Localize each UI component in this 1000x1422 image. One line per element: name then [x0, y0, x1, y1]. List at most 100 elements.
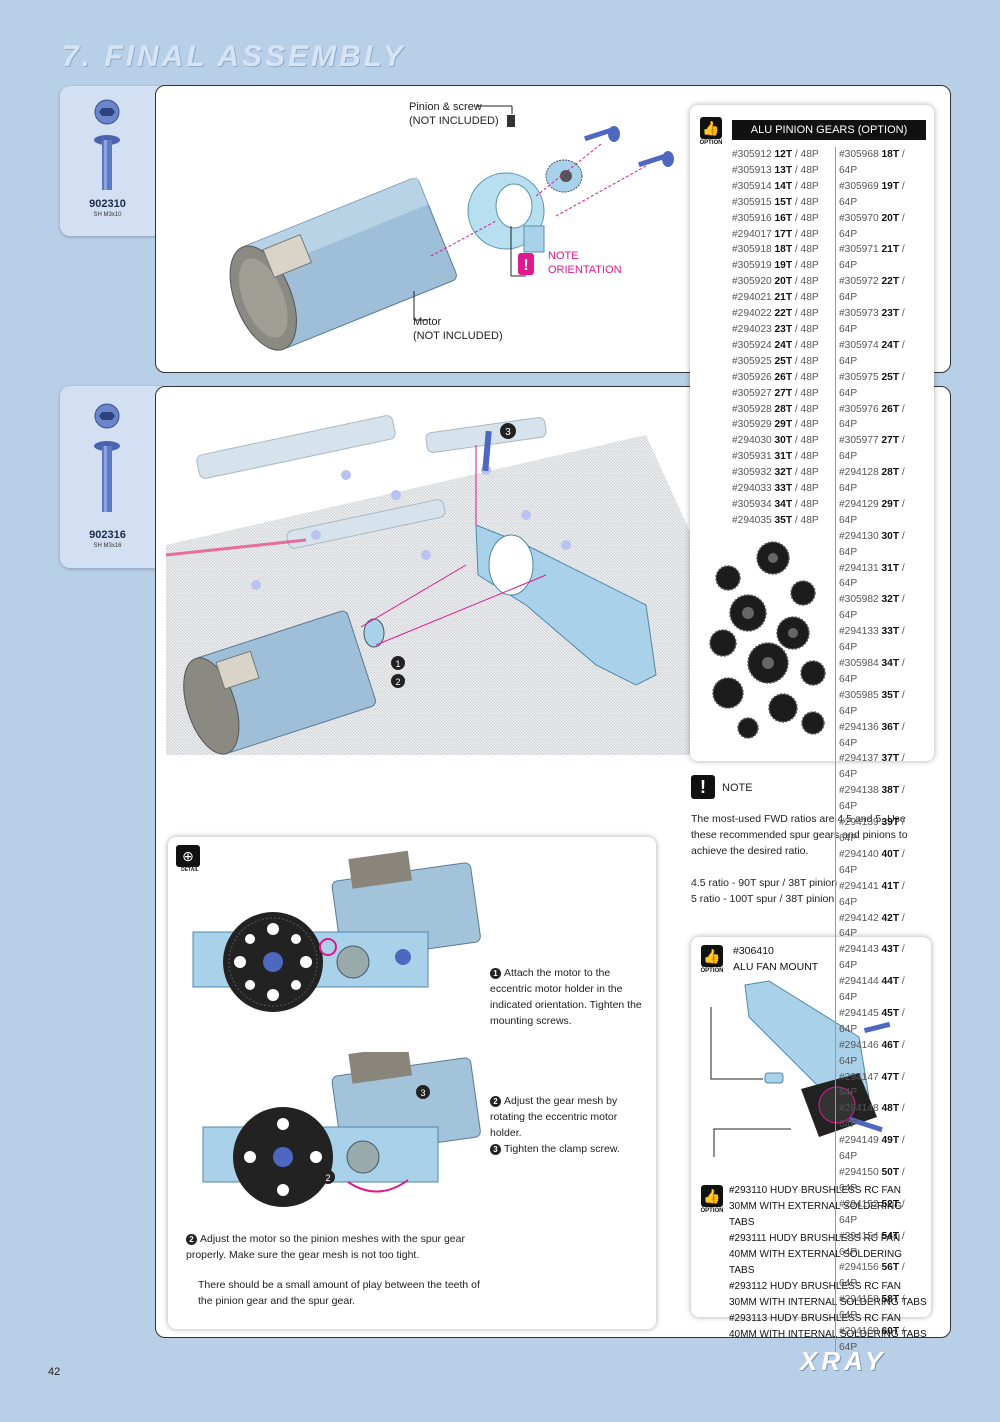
fan-card: 👍 OPTION #306410 ALU FAN MOUNT 👍 OPTION …	[691, 937, 931, 1340]
svg-text:2: 2	[325, 1173, 330, 1183]
pinion-row: #294137 37T / 64P	[839, 753, 905, 781]
pinion-row: #305972 22T / 64P	[839, 276, 905, 304]
pinion-row: #305934 34T / 48P	[732, 498, 819, 510]
chassis-illustration: 3 1 2	[166, 415, 696, 755]
pinion-row: #305914 14T / 48P	[732, 180, 819, 192]
fan-item: #293113 HUDY BRUSHLESS RC FAN 40MM WITH …	[729, 1313, 927, 1340]
pinion-row: #305975 25T / 64P	[839, 371, 905, 399]
thumb-up-icon: 👍	[700, 117, 722, 139]
gear-mesh-illustration-2: 3 2	[202, 1052, 481, 1207]
screw-icon	[94, 403, 120, 512]
pinion-row: #294150 50T / 64P	[839, 1167, 905, 1194]
pinion-row: #294146 46T / 64P	[839, 1039, 905, 1067]
part-code: 902310	[89, 198, 126, 210]
bottom-text-2: There should be a small amount of play b…	[198, 1279, 480, 1307]
svg-text:1: 1	[395, 659, 400, 669]
pinion-row: #305916 16T / 48P	[732, 212, 819, 224]
thumb-up-icon: 👍	[701, 1185, 723, 1207]
pinion-row: #305968 18T / 64P	[839, 149, 905, 176]
screw-icon	[94, 99, 120, 190]
svg-text:2: 2	[395, 677, 400, 687]
orientation-note: NOTE ORIENTATION	[548, 250, 622, 276]
pinion-row: #305971 21T / 64P	[839, 244, 905, 272]
pinion-row: #294128 28T / 64P	[839, 467, 905, 495]
warning-icon: !	[691, 775, 715, 799]
pinion-row: #305927 27T / 48P	[732, 387, 819, 399]
pinion-row: #305913 13T / 48P	[732, 164, 819, 176]
motor-label: Motor (NOT INCLUDED)	[413, 316, 503, 342]
note-box: ! NOTE The most-used FWD ratios are 4.5 …	[691, 775, 931, 915]
pinion-row: #305973 23T / 64P	[839, 308, 905, 335]
fan-item: #293110 HUDY BRUSHLESS RC FAN 30MM WITH …	[729, 1185, 902, 1228]
pinion-row: #305912 12T / 48P	[732, 149, 819, 160]
pinion-row: #305926 26T / 48P	[732, 371, 819, 383]
part-code: 902316	[89, 529, 126, 541]
pinion-row: #294140 40T / 64P	[839, 848, 905, 876]
pinion-row: #294152 52T / 64P	[839, 1198, 905, 1226]
part-desc: SH M3x10	[93, 212, 122, 218]
step-panel-main: 3 1 2 ! NOTE The most-used FWD ratios ar…	[155, 386, 951, 1340]
gear-mesh-illustration-1	[192, 850, 481, 1012]
pinion-row: #305985 35T / 64P	[839, 689, 905, 717]
pinion-row: #305984 34T / 64P	[839, 658, 905, 685]
pinion-row: #294035 35T / 48P	[732, 514, 819, 526]
pinion-row: #294129 29T / 64P	[839, 498, 905, 526]
pinion-row: #294149 49T / 64P	[839, 1135, 905, 1163]
motor-pinion-illustration: !	[229, 105, 674, 351]
pinion-row: #294138 38T / 64P	[839, 785, 905, 813]
pinion-row: #294156 56T / 64P	[839, 1262, 905, 1290]
page-title: 7. FINAL ASSEMBLY	[62, 40, 406, 73]
option-badge: 👍 OPTION	[699, 945, 725, 974]
detail-badge: ⊕ DETAIL	[176, 845, 204, 873]
pinion-row: #294136 36T / 64P	[839, 721, 905, 749]
fan-list: #293110 HUDY BRUSHLESS RC FAN 30MM WITH …	[729, 1183, 929, 1343]
pinion-row: #294154 54T / 64P	[839, 1230, 905, 1258]
pinion-row: #305920 20T / 48P	[732, 276, 819, 288]
pinion-row: #294158 58T / 64P	[839, 1294, 905, 1322]
note-text: The most-used FWD ratios are 4.5 and 5. …	[691, 813, 908, 857]
pinion-row: #294017 17T / 48P	[732, 228, 819, 240]
pinion-row: #305924 24T / 48P	[732, 339, 819, 351]
brand-logo: XRAY	[800, 1346, 887, 1376]
pinion-row: #305918 18T / 48P	[732, 244, 819, 256]
pinion-row: #305932 32T / 48P	[732, 467, 819, 479]
pinion-row: #305974 24T / 64P	[839, 339, 905, 367]
pinion-row: #294133 33T / 64P	[839, 626, 905, 654]
pinion-gear-card: 👍 OPTION ALU PINION GEARS (OPTION) #3059…	[690, 105, 934, 1356]
pinion-label: Pinion & screw (NOT INCLUDED)	[409, 101, 499, 127]
fan-mount-code: #306410	[733, 945, 774, 957]
pinion-row: #305931 31T / 48P	[732, 451, 819, 463]
pinion-row: #294130 30T / 64P	[839, 530, 905, 558]
pinion-heading: ALU PINION GEARS (OPTION)	[732, 120, 926, 140]
ratio-2: 5 ratio - 100T spur / 38T pinion	[691, 893, 835, 905]
fan-mount-illustration	[710, 980, 891, 1157]
pinion-row: #305925 25T / 48P	[732, 355, 819, 367]
pinion-col-64p: #305968 18T / 64P#305969 19T / 64P#30597…	[835, 147, 925, 1356]
pinion-row: #305928 28T / 48P	[732, 403, 819, 415]
option-badge: 👍 OPTION	[699, 1185, 725, 1214]
pinion-row: #294147 47T / 64P	[839, 1071, 905, 1099]
pinion-row: #305970 20T / 64P	[839, 212, 905, 240]
pinion-row: #294033 33T / 48P	[732, 483, 819, 495]
part-tab-902310: 902310 SH M3x10	[60, 86, 170, 236]
pinion-row: #305976 26T / 64P	[839, 403, 905, 431]
pinion-row: #294030 30T / 48P	[732, 435, 819, 447]
pinion-row: #305919 19T / 48P	[732, 260, 819, 272]
pinion-row: #294139 39T / 64P	[839, 817, 905, 844]
pinion-col-48p: #305912 12T / 48P #305913 13T / 48P #30591…	[732, 147, 827, 529]
pinion-row: #294023 23T / 48P	[732, 323, 819, 335]
pinion-row: #294131 31T / 64P	[839, 562, 905, 590]
svg-text:!: !	[523, 257, 528, 274]
page-number: 42	[48, 1366, 61, 1378]
pinion-row: #294142 42T / 64P	[839, 912, 905, 940]
fan-item: #293112 HUDY BRUSHLESS RC FAN 30MM WITH …	[729, 1281, 927, 1308]
pinion-row: #294022 22T / 48P	[732, 308, 819, 320]
fan-item: #293111 HUDY BRUSHLESS RC FAN 40MM WITH …	[729, 1233, 902, 1276]
option-badge: 👍 OPTION	[698, 117, 724, 146]
pinion-row: #305929 29T / 48P	[732, 419, 819, 431]
pinion-row: #305915 15T / 48P	[732, 196, 819, 208]
